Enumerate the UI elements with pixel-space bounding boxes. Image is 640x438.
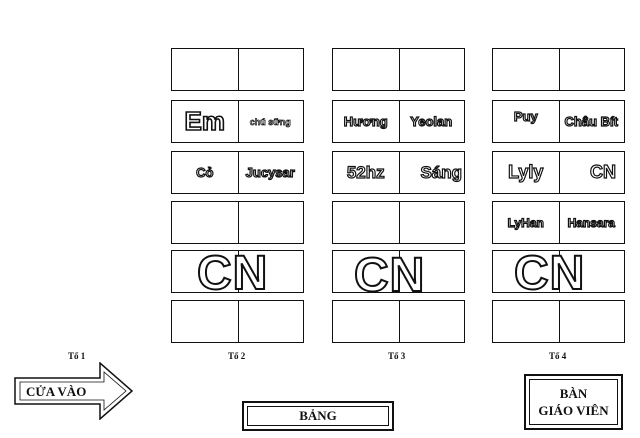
desk: Hương Yeolan [332, 100, 465, 143]
seat-name [333, 301, 399, 342]
desk [492, 300, 625, 343]
seat-name: Jucysar [245, 164, 295, 180]
seat-name: chú sững [249, 116, 291, 127]
seat-name [399, 202, 465, 243]
desk [332, 250, 465, 293]
seat-name: Sáng [420, 162, 463, 182]
seat-name [172, 301, 238, 342]
seat-name [333, 202, 399, 243]
teacher-desk-inner-frame [529, 379, 618, 425]
seat-name [333, 49, 399, 90]
desk [492, 48, 625, 91]
seat-name: Cỏ [195, 164, 214, 180]
seat-name: LyHan [507, 215, 544, 230]
desk [171, 300, 304, 343]
teacher-desk: BÀN GIÁO VIÊN [524, 374, 623, 430]
seat-name [238, 49, 304, 90]
block-label: CN [196, 246, 269, 301]
seat-name: Hansara [567, 215, 616, 230]
group-label-2: Tổ 2 [228, 351, 246, 361]
entrance: CỬA VÀO [14, 361, 134, 425]
seat-name [493, 301, 559, 342]
seat-name [399, 301, 465, 342]
seat-name: Yeolan [410, 113, 453, 129]
desk [332, 201, 465, 244]
seat-name [238, 202, 304, 243]
desk [171, 48, 304, 91]
desk [492, 250, 625, 293]
desk [171, 201, 304, 244]
teacher-desk-line1: BÀN [559, 386, 588, 401]
entrance-label: CỬA VÀO [26, 384, 87, 399]
desk [332, 300, 465, 343]
seat-name: Em [184, 105, 226, 137]
desk: 52hz Sáng [332, 151, 465, 194]
seat-name [399, 49, 465, 90]
desk: LyHan Hansara [492, 201, 625, 244]
desk [332, 48, 465, 91]
seat-name: 52hz [346, 162, 385, 182]
block-label: CN [513, 246, 586, 301]
seat-name [559, 49, 625, 90]
block-label: CN [353, 248, 426, 303]
seat-name [172, 202, 238, 243]
arrow-right-icon [14, 361, 134, 421]
seat-name [238, 301, 304, 342]
seat-name: CN [589, 161, 616, 182]
seat-name: Châu Bít [564, 113, 619, 129]
desk: Cỏ Jucysar [171, 151, 304, 194]
seat-name [493, 49, 559, 90]
group-label-1: Tổ 1 [68, 351, 86, 361]
seat-name [172, 49, 238, 90]
seat-name: Lyly [507, 161, 544, 182]
seat-name: Hương [343, 113, 388, 129]
board-inner-frame [247, 406, 389, 426]
group-label-4: Tổ 4 [549, 351, 567, 361]
board-label: BẢNG [299, 408, 337, 423]
desk: Puy Châu Bít [492, 100, 625, 143]
group-label-3: Tổ 3 [388, 351, 406, 361]
desk [171, 250, 304, 293]
seat-name: Puy [513, 108, 538, 124]
seat-name [559, 301, 625, 342]
teacher-desk-line2: GIÁO VIÊN [538, 403, 609, 418]
desk: Em chú sững [171, 100, 304, 143]
board: BẢNG [242, 401, 394, 431]
desk: Lyly CN [492, 151, 625, 194]
